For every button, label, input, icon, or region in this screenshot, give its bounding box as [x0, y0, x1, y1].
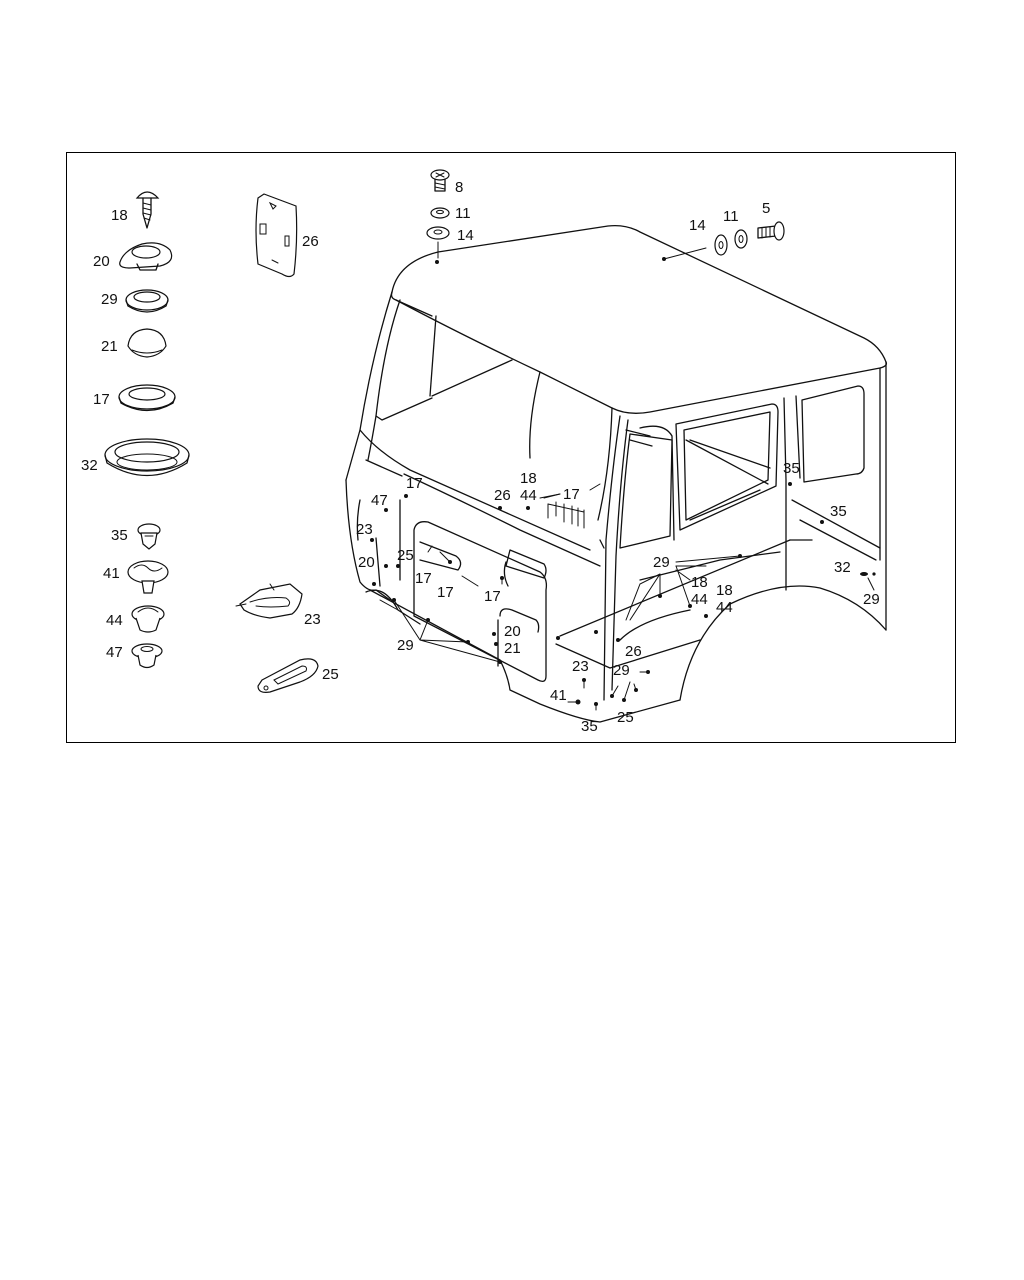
part-25-oval-cover-icon: [257, 658, 319, 693]
part-23-seal-plate-icon: [235, 583, 303, 619]
part-label: 11: [455, 205, 471, 222]
part-44-snap-clip-icon: [131, 605, 165, 633]
part-5-bolt-icon: [757, 221, 785, 241]
callout-label: 41: [550, 687, 567, 704]
callout-label: 32: [834, 559, 851, 576]
part-label: 18: [111, 207, 128, 224]
callout-label: 44: [716, 599, 733, 616]
part-label: 25: [322, 666, 339, 683]
part-14-rubber-washer-icon: [426, 226, 450, 259]
callout-label: 18: [716, 582, 733, 599]
callout-label: 20: [504, 623, 521, 640]
part-label: 5: [762, 200, 770, 217]
part-32-large-grommet-icon: [104, 438, 190, 477]
part-14-rubber-washer-icon: [714, 234, 728, 256]
part-8-bolt-icon: [430, 169, 450, 192]
part-label: 14: [457, 227, 474, 244]
part-label: 35: [111, 527, 128, 544]
part-label: 44: [106, 612, 123, 629]
cab-callout-labels: 17 47 23 20 25 17 17 17 29 20 21 18 44 2…: [356, 460, 880, 735]
callout-label: 17: [484, 588, 501, 605]
callout-label: 23: [356, 521, 373, 538]
callout-label: 29: [863, 591, 880, 608]
callout-label: 35: [581, 718, 598, 735]
callout-dots: [370, 260, 876, 706]
part-label: 47: [106, 644, 123, 661]
part-17-ring-grommet-icon: [118, 384, 176, 412]
part-18-screw-rivet-icon: [135, 191, 160, 229]
part-label: 11: [723, 208, 739, 225]
callout-label: 25: [397, 547, 414, 564]
callout-label: 25: [617, 709, 634, 726]
part-label: 32: [81, 457, 98, 474]
callout-label: 17: [563, 486, 580, 503]
callout-label: 20: [358, 554, 375, 571]
parts-diagram-frame: [66, 152, 956, 743]
part-35-clip-icon: [137, 523, 161, 550]
part-11-washer-icon: [734, 229, 748, 249]
part-label: 20: [93, 253, 110, 270]
leader-lines: [379, 483, 875, 711]
callout-label: 26: [625, 643, 642, 660]
part-label: 17: [93, 391, 110, 408]
part-label: 8: [455, 179, 463, 196]
callout-label: 35: [783, 460, 800, 477]
callout-label: 21: [504, 640, 521, 657]
callout-label: 29: [397, 637, 414, 654]
part-label: 29: [101, 291, 118, 308]
part-41-spring-clip-icon: [127, 560, 169, 594]
part-11-washer-icon: [430, 207, 450, 219]
callout-label: 18: [520, 470, 537, 487]
part-label: 41: [103, 565, 120, 582]
callout-label: 44: [520, 487, 537, 504]
part-20-flanged-grommet-icon: [119, 242, 173, 271]
truck-cab-outline: [345, 224, 888, 723]
part-26-cover-plate-icon: [255, 193, 298, 278]
part-47-push-clip-icon: [131, 643, 163, 669]
part-29-ring-grommet-icon: [125, 289, 169, 313]
callout-label: 18: [691, 574, 708, 591]
callout-label: 26: [494, 487, 511, 504]
callout-label: 29: [613, 662, 630, 679]
part-label: 26: [302, 233, 319, 250]
part-label: 21: [101, 338, 118, 355]
callout-label: 17: [406, 475, 423, 492]
callout-label: 35: [830, 503, 847, 520]
part-label: 14: [689, 217, 706, 234]
callout-label: 17: [437, 584, 454, 601]
callout-label: 17: [415, 570, 432, 587]
callout-label: 29: [653, 554, 670, 571]
callout-label: 47: [371, 492, 388, 509]
part-label: 23: [304, 611, 321, 628]
part-21-dome-plug-icon: [127, 328, 167, 358]
callout-label: 44: [691, 591, 708, 608]
callout-label: 23: [572, 658, 589, 675]
